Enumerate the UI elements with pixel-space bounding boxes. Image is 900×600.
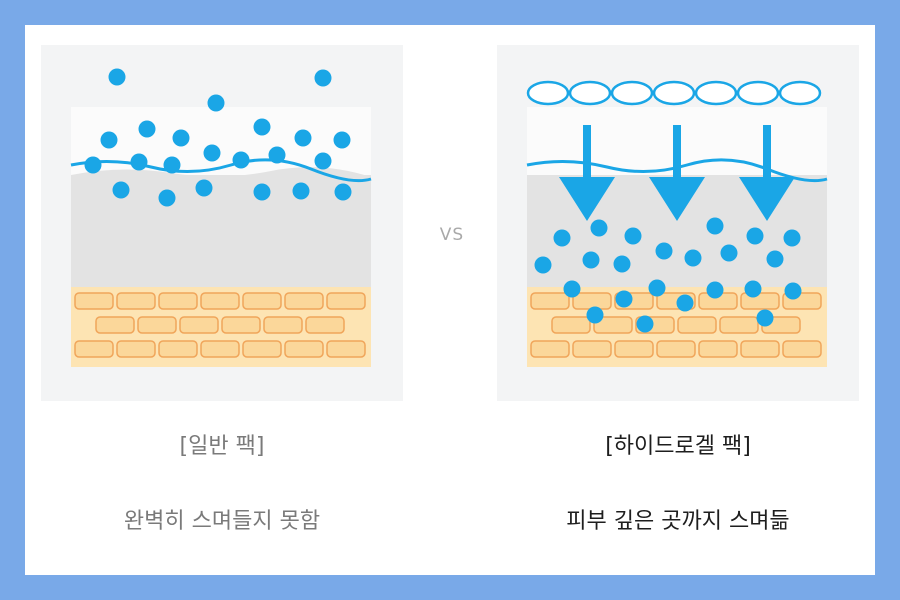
regular-pack-diagram [41, 45, 403, 401]
hydrogel-pack-diagram [497, 45, 859, 401]
down-arrow-icon [649, 125, 705, 221]
hydrogel-sheet [526, 80, 822, 106]
moisture-drops [84, 68, 352, 207]
skin-surface-line [526, 158, 828, 183]
penetration-arrows [559, 125, 795, 221]
comparison-card: VS [25, 25, 875, 575]
moisture-drops [534, 217, 802, 333]
fat-layer [71, 287, 371, 367]
hydrogel-pack-illustration [526, 80, 828, 367]
down-arrow-icon [739, 125, 795, 221]
down-arrow-icon [559, 125, 615, 221]
hydrogel-pack-title: [하이드로겔 팩] [605, 434, 751, 459]
vs-label: VS [439, 225, 465, 245]
fat-layer [527, 287, 827, 367]
regular-pack-illustration [70, 68, 372, 367]
hydrogel-pack-caption: 피부 깊은 곳까지 스며듦 [566, 509, 790, 534]
regular-pack-title: [일반 팩] [179, 434, 265, 459]
skin-surface-line [70, 158, 372, 183]
regular-pack-caption: 완벽히 스며들지 못함 [123, 509, 321, 534]
